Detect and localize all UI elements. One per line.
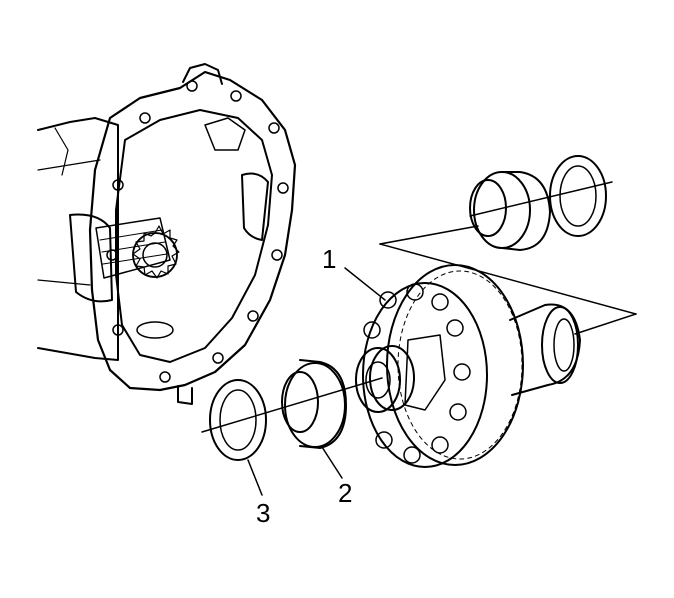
shim-upper xyxy=(549,155,607,237)
bearing-cup-upper xyxy=(469,171,551,251)
alignment-lines xyxy=(201,181,637,433)
bearing-cup-lower xyxy=(281,359,347,449)
axle-housing xyxy=(37,63,297,405)
callout-2-label: 2 xyxy=(338,478,352,508)
callout-3: 3 xyxy=(247,459,270,528)
callout-1: 1 xyxy=(322,244,386,301)
callout-3-label: 3 xyxy=(256,498,270,528)
callout-1-label: 1 xyxy=(322,244,336,274)
shim-lower xyxy=(209,379,267,461)
pinion-gear xyxy=(95,217,180,279)
callout-2: 2 xyxy=(321,446,352,508)
differential-case xyxy=(355,264,581,468)
ring-gear-bolts xyxy=(363,283,471,464)
